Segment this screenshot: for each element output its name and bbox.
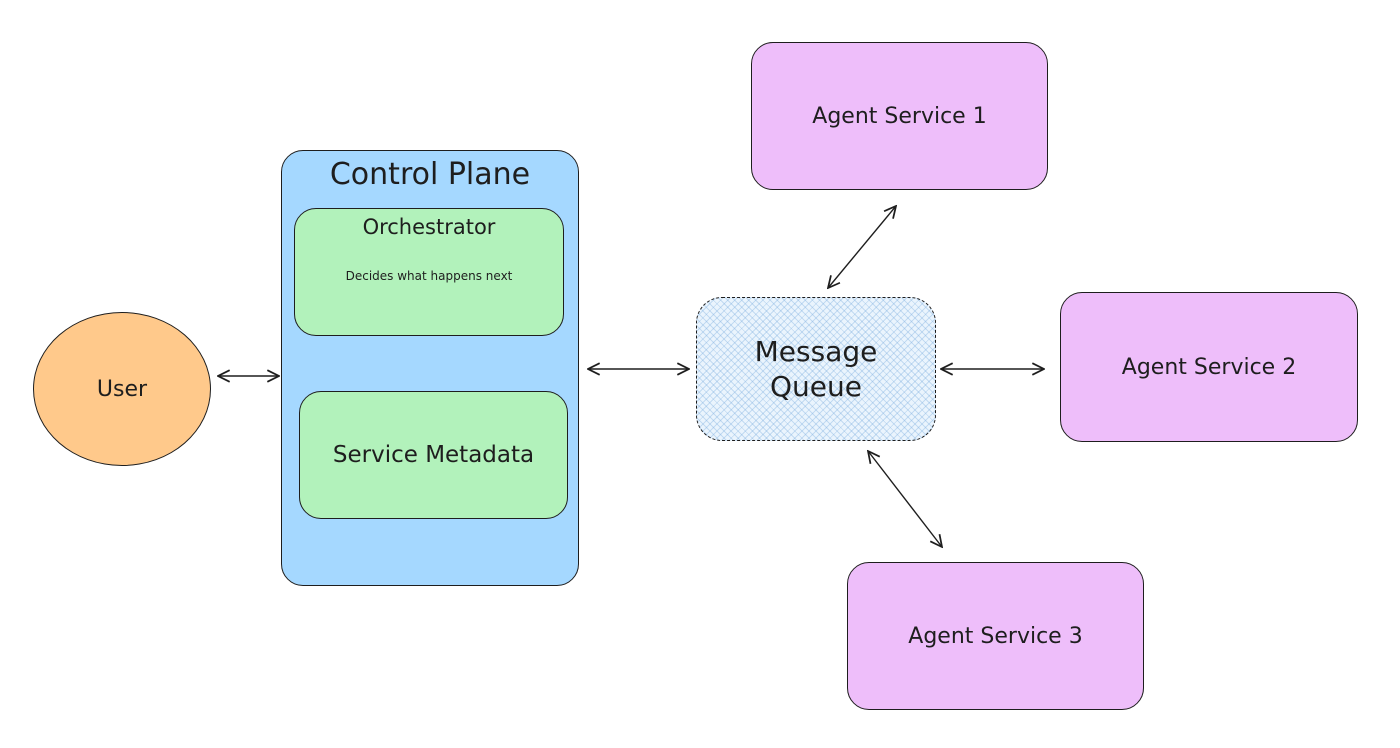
message-queue-label-line1: Message <box>754 335 878 368</box>
user-node: User <box>33 312 211 466</box>
orchestrator-title: Orchestrator <box>362 215 496 239</box>
message-queue-label-line2: Queue <box>770 370 862 403</box>
edge-queue-agent-3 <box>868 451 942 547</box>
control-plane-container: Control Plane Orchestrator Decides what … <box>281 150 579 586</box>
user-label: User <box>96 376 148 402</box>
agent-service-2-label: Agent Service 2 <box>1121 354 1297 380</box>
agent-service-2-node: Agent Service 2 <box>1060 292 1358 442</box>
message-queue-node: Message Queue <box>696 297 936 441</box>
control-plane-title: Control Plane <box>329 157 531 192</box>
agent-service-1-node: Agent Service 1 <box>751 42 1048 190</box>
orchestrator-description: Decides what happens next <box>345 269 513 283</box>
agent-service-1-label: Agent Service 1 <box>812 103 987 129</box>
edge-queue-agent-1 <box>828 206 896 288</box>
agent-service-3-node: Agent Service 3 <box>847 562 1144 710</box>
orchestrator-box: Orchestrator Decides what happens next <box>294 208 564 336</box>
service-metadata-box: Service Metadata <box>299 391 568 519</box>
agent-service-3-label: Agent Service 3 <box>908 623 1083 649</box>
service-metadata-label: Service Metadata <box>332 442 535 468</box>
